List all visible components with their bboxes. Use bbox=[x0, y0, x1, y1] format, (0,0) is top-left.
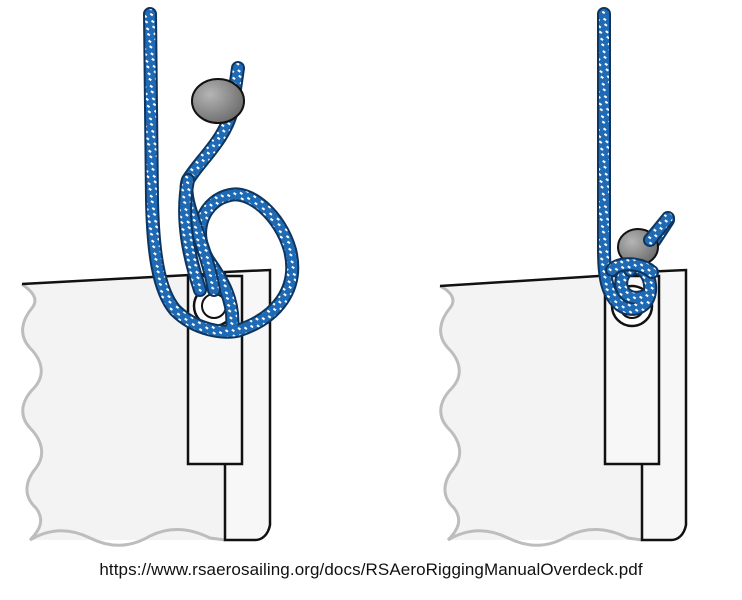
panel-left bbox=[21, 7, 300, 547]
rigging-diagram bbox=[21, 7, 688, 547]
sail-wavy-edge-right bbox=[439, 284, 462, 542]
panel-right bbox=[439, 7, 688, 547]
sail-bottom-wave-left bbox=[29, 527, 226, 547]
sail-bottom-wave-right bbox=[447, 527, 643, 547]
rope-left bbox=[143, 7, 300, 339]
bead-left bbox=[191, 78, 245, 124]
source-url-caption: https://www.rsaerosailing.org/docs/RSAer… bbox=[99, 560, 643, 579]
sail-wavy-edge-left bbox=[21, 282, 44, 542]
